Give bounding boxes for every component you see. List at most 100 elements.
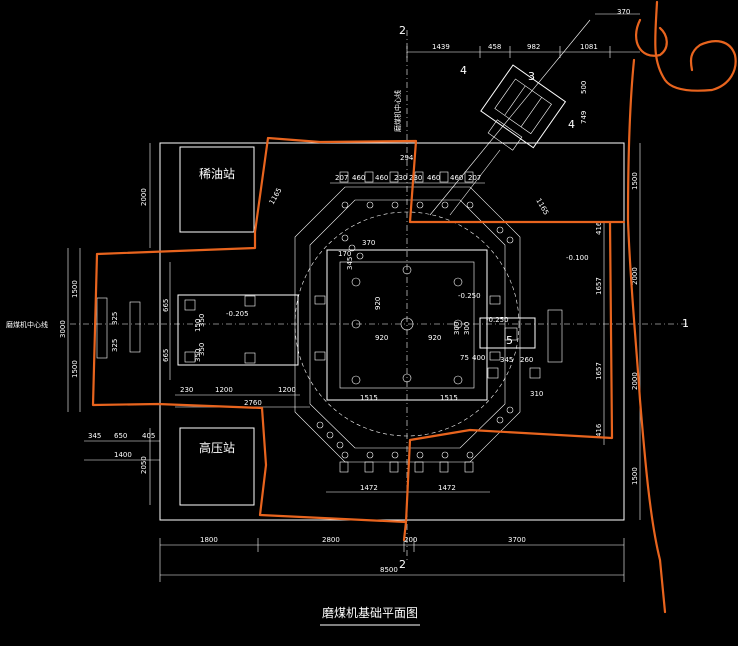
pad-label: 325 — [111, 312, 119, 325]
side-box — [479, 317, 536, 349]
separator-lower — [487, 119, 523, 151]
dim-right: 2000 — [631, 372, 639, 390]
side-pocket — [487, 367, 499, 379]
dim-misc: 1200 — [278, 386, 296, 394]
axis-mill-center-v-label: 磨煤机中心线 — [393, 90, 402, 132]
dim-center: 920 — [374, 297, 382, 310]
dim-row: 460 — [450, 174, 463, 182]
foundation-outline — [159, 142, 625, 521]
dim-row: 207 — [335, 174, 348, 182]
left-pad — [129, 301, 141, 353]
dim-749: 749 — [580, 111, 588, 124]
dim-row: 460 — [375, 174, 388, 182]
dim-right-inner: 416 — [595, 221, 603, 235]
bolt-holes — [316, 201, 514, 459]
separator-box — [480, 64, 567, 149]
dim-294: 294 — [400, 154, 414, 162]
mill-circle — [294, 211, 520, 437]
dim-misc: 2760 — [244, 399, 262, 407]
bottom-dimension-chain — [159, 538, 625, 582]
motor-pad — [177, 294, 299, 366]
dim-right: 2000 — [631, 267, 639, 285]
dim-left-pad: 665 — [162, 299, 170, 312]
dim-left-outer: 1500 — [71, 360, 79, 378]
mill-base-inner — [339, 261, 475, 389]
level-b: -0.250 — [458, 292, 481, 300]
dim-top: 982 — [527, 43, 540, 51]
dim-lower-left: 345 — [88, 432, 101, 440]
pad-label: 350 — [198, 314, 206, 327]
pad-label: 325 — [111, 339, 119, 352]
dim-misc: 1515 — [440, 394, 458, 402]
diag-leader — [429, 19, 591, 216]
dim-lower-left: 1400 — [114, 451, 132, 459]
drawing-title: 磨煤机基础平面图 — [322, 606, 418, 620]
room-hv-station — [179, 427, 255, 506]
dim-row: 230 — [394, 174, 407, 182]
dim-row: 207 — [468, 174, 481, 182]
pad-pocket — [244, 352, 256, 364]
section-mark-5: 5 — [506, 334, 513, 347]
dim-misc: 1200 — [215, 386, 233, 394]
dim-lower-left: 650 — [114, 432, 127, 440]
dim-center: 300 — [453, 322, 461, 335]
dim-370: 370 — [617, 8, 630, 16]
level-c: -0.100 — [566, 254, 589, 262]
dim-misc: 400 — [472, 354, 485, 362]
dim-center: 920 — [375, 334, 388, 342]
dim-misc: 75 — [460, 354, 469, 362]
dim-misc: 150 — [194, 319, 202, 332]
dim-misc: 230 — [180, 386, 193, 394]
anchor-pockets — [314, 171, 501, 473]
dim-top: 458 — [488, 43, 501, 51]
level-a: -0.205 — [226, 310, 249, 318]
axis-2-top-label: 2 — [399, 24, 406, 37]
dim-total: 8500 — [380, 566, 398, 574]
dim-left-outer: 1500 — [71, 280, 79, 298]
dim-row: 460 — [427, 174, 440, 182]
dim-misc: 1515 — [360, 394, 378, 402]
dim-right-inner: 1657 — [595, 362, 603, 380]
room-bottom-label: 高压站 — [199, 440, 235, 455]
dim-right: 1500 — [631, 467, 639, 485]
room-top-label: 稀油站 — [199, 167, 235, 181]
octagon-ring-inner — [309, 199, 506, 449]
pad-label: 350 — [198, 343, 206, 356]
dim-misc: 1165 — [534, 197, 550, 216]
dim-left-pad: 665 — [162, 349, 170, 362]
dim-lower-left: 405 — [142, 432, 155, 440]
dim-row: 230 — [409, 174, 422, 182]
level-d: -0.250 — [486, 316, 509, 324]
dim-center: 920 — [428, 334, 441, 342]
dim-center: 300 — [463, 322, 471, 335]
section-mark-4b: 4 — [568, 118, 575, 131]
dim-left-inner: 2050 — [140, 456, 148, 474]
dim-bottom: 1800 — [200, 536, 218, 544]
dim-misc: 370 — [362, 239, 375, 247]
pad-pocket — [184, 351, 196, 363]
top-dimension-chain — [406, 13, 640, 58]
dim-bottom: 3700 — [508, 536, 526, 544]
pad-pocket — [184, 299, 196, 311]
dim-bottom: 2800 — [322, 536, 340, 544]
dim-misc: 350 — [194, 349, 202, 362]
dim-lower: 1472 — [438, 484, 456, 492]
dim-misc: 345 — [500, 356, 513, 364]
left-dimension-chain — [67, 143, 171, 505]
right-strip — [547, 309, 563, 363]
section-mark-4: 4 — [460, 64, 467, 77]
diag-leader — [449, 149, 501, 216]
room-oil-station — [179, 146, 255, 233]
dim-right-inner: 416 — [595, 423, 603, 437]
dim-500: 500 — [580, 81, 588, 94]
handwritten-mark — [626, 0, 737, 614]
dim-misc: 1165 — [268, 187, 284, 206]
dim-top: 1081 — [580, 43, 598, 51]
section-mark-3: 3 — [528, 70, 535, 83]
dim-left-inner: 2000 — [140, 188, 148, 206]
mill-base-block — [326, 249, 488, 401]
dim-lower: 1472 — [360, 484, 378, 492]
side-pocket — [529, 367, 541, 379]
octagon-ring — [294, 186, 521, 463]
